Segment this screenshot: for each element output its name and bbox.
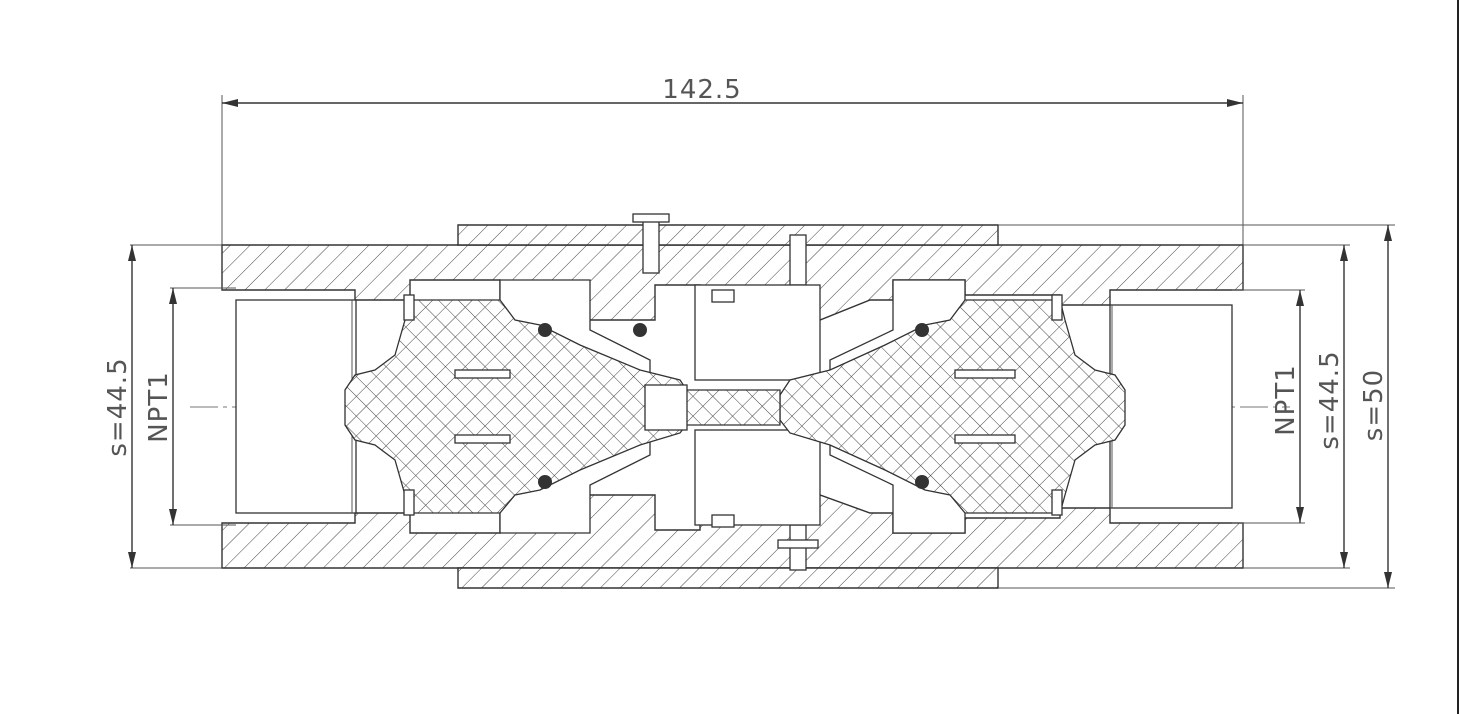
left-poppet: [344, 294, 691, 516]
overall-length-dimension: 142.5: [221, 75, 1244, 245]
port-bores: [235, 299, 1233, 514]
body-size-label: s=50: [1359, 369, 1389, 441]
right-thread-label: NPT1: [1271, 364, 1301, 436]
central-stem: [644, 384, 781, 431]
overall-length-label: 142.5: [662, 75, 741, 105]
right-poppet: [711, 289, 1126, 528]
left-hex-size-label: s=44.5: [103, 357, 133, 456]
right-hex-size-label: s=44.5: [1315, 350, 1345, 449]
left-thread-label: NPT1: [144, 371, 174, 443]
right-port: [1109, 304, 1233, 509]
right-dimensions: NPT1 s=44.5 s=50: [998, 224, 1395, 589]
left-port: [235, 299, 357, 514]
left-dimensions: s=44.5 NPT1: [103, 244, 236, 569]
valve-body: [221, 213, 1244, 589]
